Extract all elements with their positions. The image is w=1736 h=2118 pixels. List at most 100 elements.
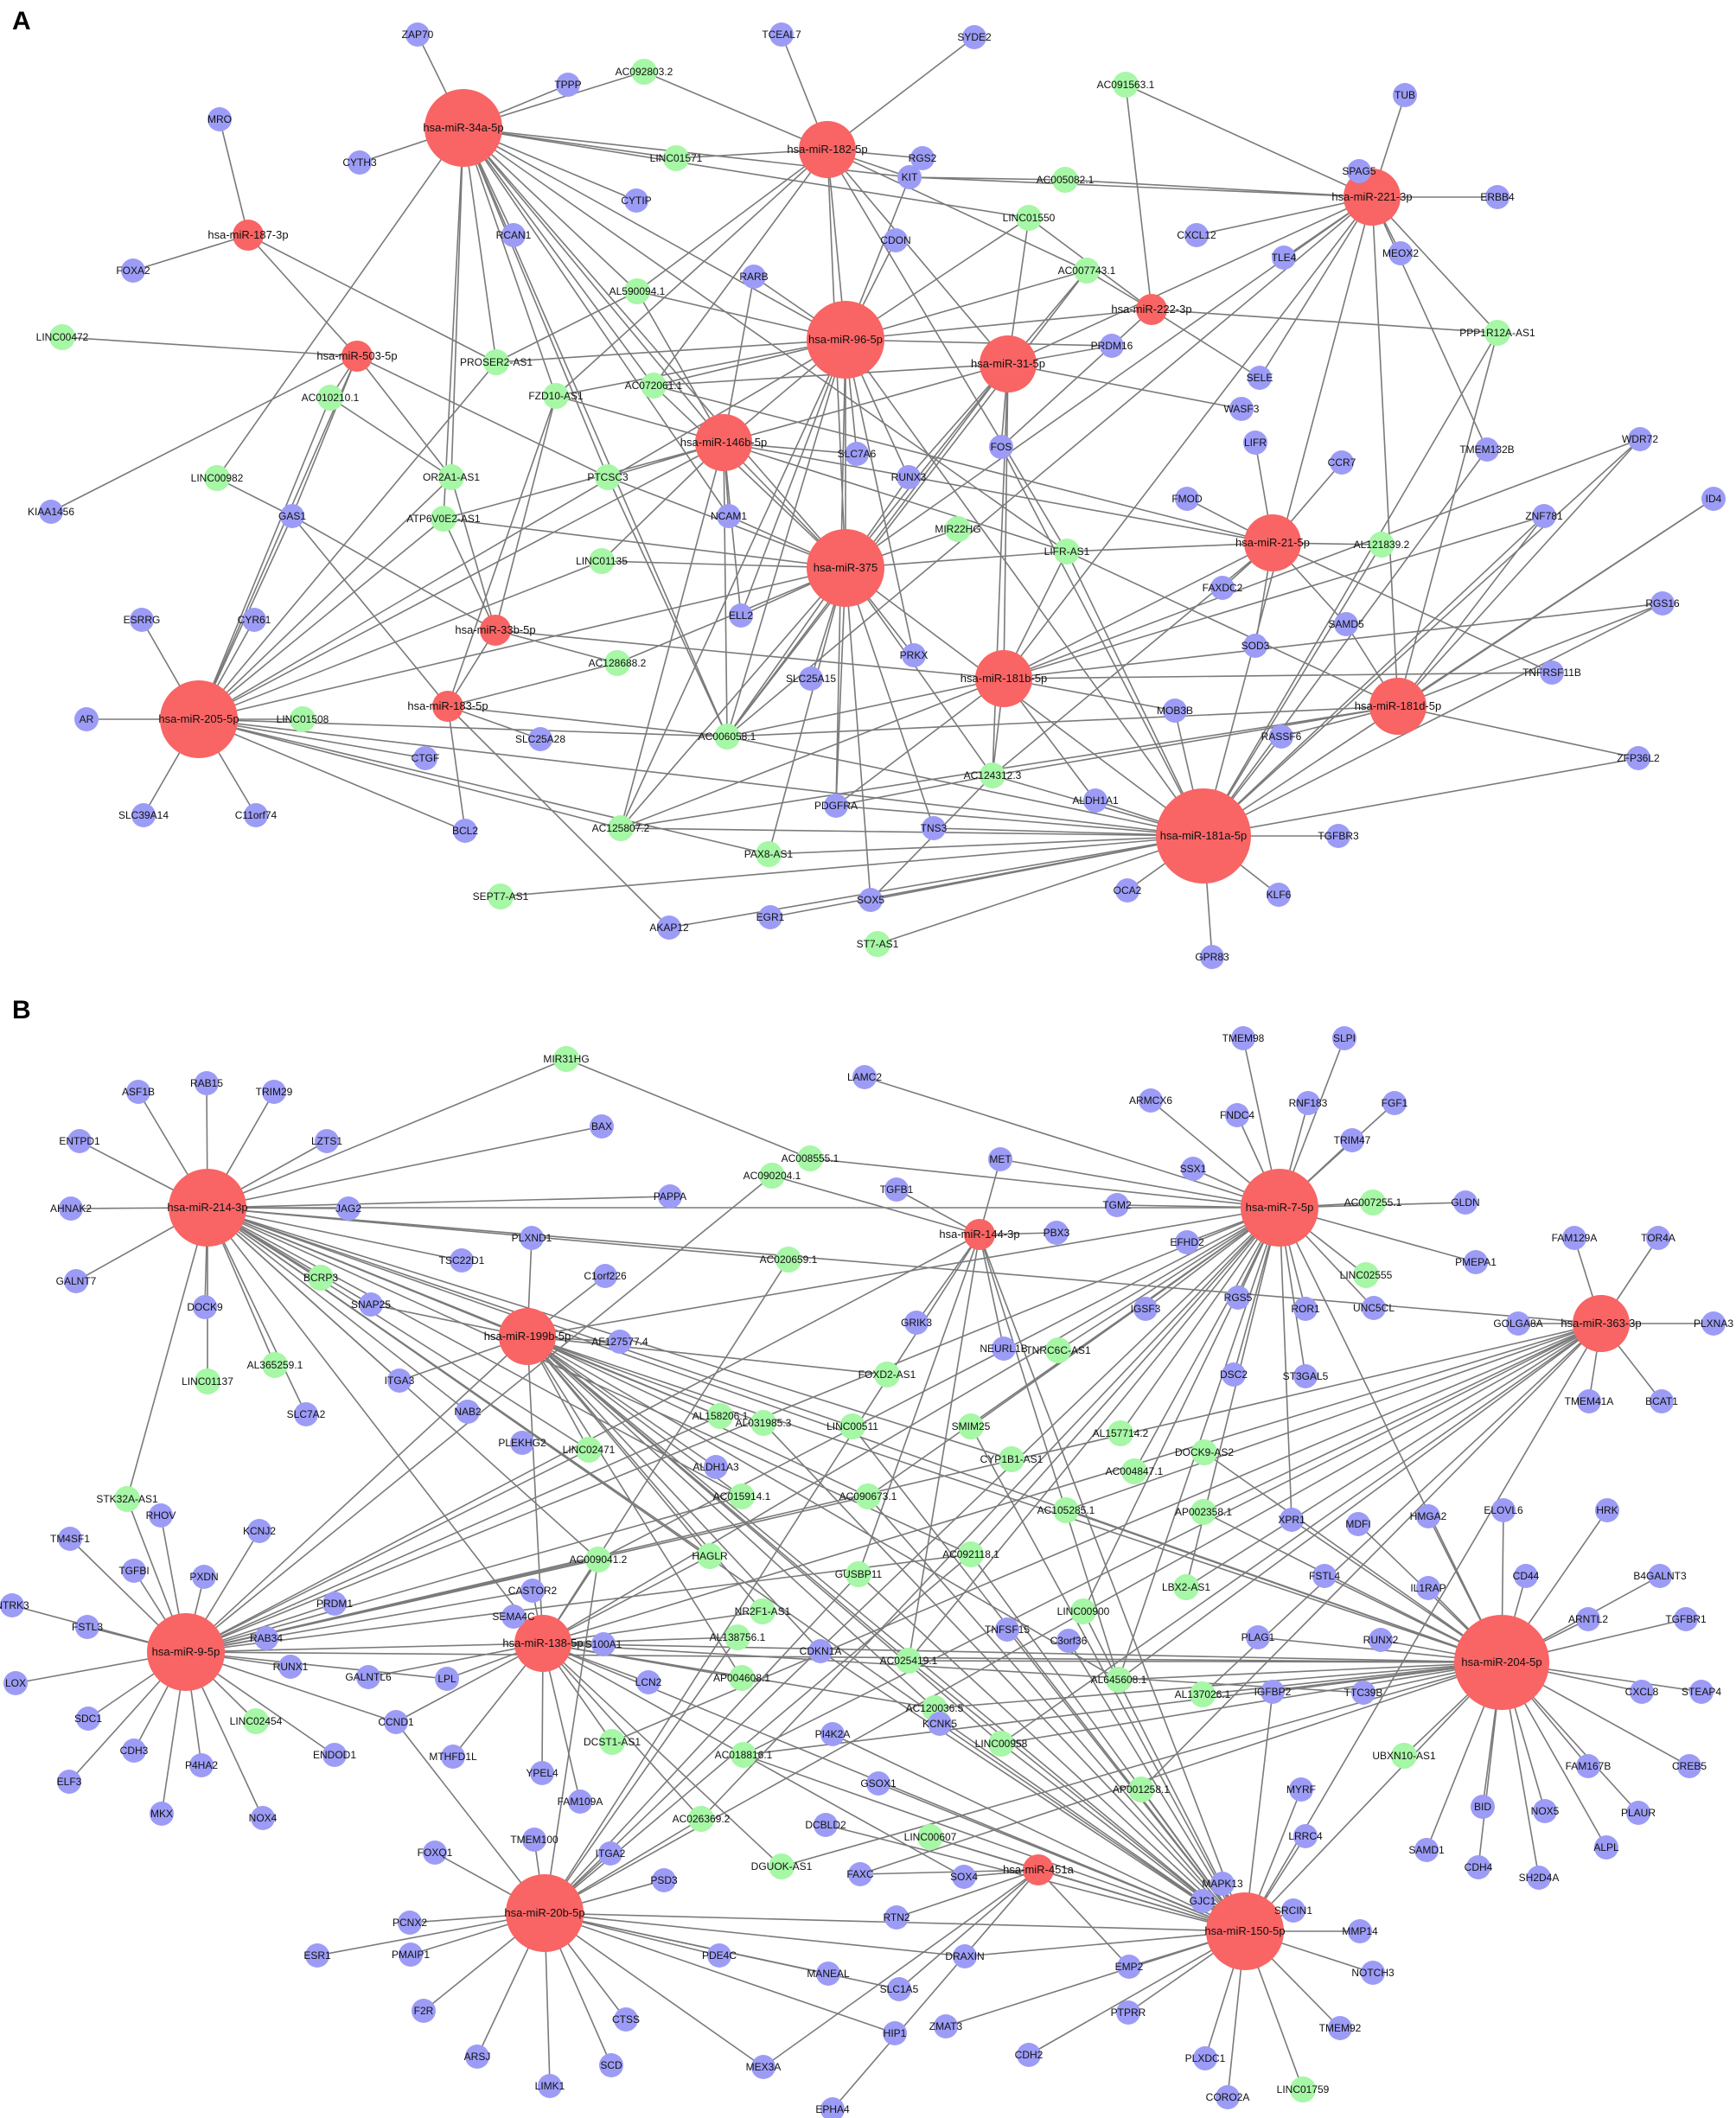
node-circle-mapk13[interactable] [1210, 1872, 1235, 1896]
node-circle-nox5[interactable] [1533, 1799, 1557, 1823]
node-nox4[interactable]: NOX4 [249, 1806, 278, 1830]
node-circle-slc25a15[interactable] [799, 667, 823, 691]
node-tns3[interactable]: TNS3 [921, 816, 948, 840]
node-circle-ell2[interactable] [729, 603, 753, 628]
node-circle-ttc39b[interactable] [1351, 1681, 1375, 1705]
node-circle-cdh2[interactable] [1017, 2043, 1041, 2067]
node-circle-srcin1[interactable] [1281, 1898, 1305, 1923]
node-hsa-mir-187-3p[interactable]: hsa-miR-187-3p [207, 220, 289, 251]
node-circle-ccr7[interactable] [1330, 450, 1354, 475]
node-cyp1b1-as1[interactable]: CYP1B1-AS1 [980, 1446, 1044, 1472]
node-circle-tub[interactable] [1393, 83, 1417, 107]
node-unc5cl[interactable]: UNC5CL [1353, 1296, 1395, 1320]
node-slc25a28[interactable]: SLC25A28 [515, 727, 565, 751]
node-circle-ccnd1[interactable] [384, 1710, 408, 1734]
node-circle-plag1[interactable] [1246, 1625, 1270, 1649]
node-or2a1-as1[interactable]: OR2A1-AS1 [423, 464, 480, 490]
node-circle-linc00900[interactable] [1070, 1598, 1096, 1624]
node-circle-p4ha2[interactable] [189, 1753, 214, 1777]
node-mir22hg[interactable]: MIR22HG [935, 516, 981, 542]
node-tnfsf15[interactable]: TNFSF15 [985, 1617, 1030, 1642]
node-ac026369-2[interactable]: AC026369.2 [673, 1806, 731, 1832]
node-linc02471[interactable]: LINC02471 [563, 1437, 616, 1463]
node-proser2-as1[interactable]: PROSER2-AS1 [460, 349, 533, 375]
node-ap002358-1[interactable]: AP002358.1 [1175, 1499, 1232, 1525]
node-hsa-mir-205-5p[interactable]: hsa-miR-205-5p [158, 680, 239, 758]
node-rgs2[interactable]: RGS2 [909, 146, 937, 170]
node-circle-or2a1-as1[interactable] [438, 464, 464, 490]
node-circle-lifr-as1[interactable] [1054, 539, 1080, 565]
node-circle-sele[interactable] [1248, 366, 1272, 390]
node-hsa-mir-181a-5p[interactable]: hsa-miR-181a-5p [1156, 788, 1251, 884]
node-rcan1[interactable]: RCAN1 [496, 223, 532, 247]
node-circle-notch3[interactable] [1361, 1961, 1385, 1985]
node-circle-rgs16[interactable] [1650, 591, 1675, 616]
node-circle-hsa-mir-222-3p[interactable] [1136, 294, 1167, 325]
node-circle-ctss[interactable] [614, 2007, 638, 2032]
node-circle-linc02454[interactable] [243, 1708, 269, 1734]
node-circle-ac018816-1[interactable] [731, 1742, 756, 1768]
node-jag2[interactable]: JAG2 [335, 1196, 361, 1221]
node-sox5[interactable]: SOX5 [857, 888, 884, 912]
node-circle-mmp14[interactable] [1348, 1919, 1372, 1943]
node-circle-al138756-1[interactable] [724, 1624, 750, 1650]
node-circle-tnrc6c-as1[interactable] [1045, 1337, 1071, 1363]
node-circle-hsa-mir-214-3p[interactable] [169, 1169, 246, 1247]
node-ptprr[interactable]: PTPRR [1111, 2000, 1146, 2025]
node-ac007255-1[interactable]: AC007255.1 [1344, 1190, 1402, 1215]
node-circle-al645608-1[interactable] [1106, 1667, 1132, 1693]
node-circle-tppp[interactable] [556, 73, 580, 97]
node-circle-entpd1[interactable] [67, 1129, 92, 1153]
node-ap004608-1[interactable]: AP004608.1 [713, 1665, 770, 1691]
node-syde2[interactable]: SYDE2 [957, 25, 992, 49]
node-tppp[interactable]: TPPP [554, 73, 582, 97]
node-circle-atp6v0e2-as1[interactable] [431, 506, 456, 532]
node-plxnd1[interactable]: PLXND1 [512, 1226, 552, 1250]
node-circle-bid[interactable] [1471, 1795, 1495, 1819]
node-circle-pbx3[interactable] [1044, 1221, 1069, 1245]
node-pappa[interactable]: PAPPA [654, 1184, 686, 1209]
node-dcbld2[interactable]: DCBLD2 [805, 1813, 846, 1837]
node-faxdc2[interactable]: FAXDC2 [1203, 576, 1243, 600]
node-circle-ac124312-3[interactable] [980, 762, 1005, 788]
node-circle-fzd10-as1[interactable] [543, 383, 569, 409]
node-circle-ac072061-1[interactable] [641, 373, 667, 399]
node-circle-itga2[interactable] [598, 1841, 622, 1866]
node-tub[interactable]: TUB [1393, 83, 1417, 107]
node-al137026-1[interactable]: AL137026.1 [1175, 1681, 1231, 1707]
node-circle-fam129a[interactable] [1562, 1226, 1586, 1250]
node-gjc1[interactable]: GJC1 [1190, 1889, 1216, 1913]
node-rarb[interactable]: RARB [739, 265, 769, 289]
node-tgfbr3[interactable]: TGFBR3 [1318, 824, 1359, 848]
node-circle-ac010210-1[interactable] [317, 385, 343, 411]
node-circle-limk1[interactable] [538, 2074, 562, 2098]
node-slc7a2[interactable]: SLC7A2 [287, 1402, 326, 1426]
node-slc1a5[interactable]: SLC1A5 [880, 1977, 919, 2001]
node-circle-sept7-as1[interactable] [488, 884, 514, 909]
node-circle-tmem41a[interactable] [1577, 1389, 1601, 1413]
node-hsa-mir-96-5p[interactable]: hsa-miR-96-5p [807, 301, 884, 379]
node-cxcl8[interactable]: CXCL8 [1625, 1680, 1659, 1704]
node-al645608-1[interactable]: AL645608.1 [1091, 1667, 1147, 1693]
node-hsa-mir-375[interactable]: hsa-miR-375 [807, 529, 884, 607]
node-circle-rab34[interactable] [254, 1626, 278, 1650]
node-circle-id4[interactable] [1701, 487, 1726, 511]
node-ac009041-2[interactable]: AC009041.2 [570, 1547, 628, 1573]
node-circle-nox4[interactable] [251, 1806, 275, 1830]
node-circle-ctgf[interactable] [413, 746, 437, 770]
node-hsa-mir-138-5p[interactable]: hsa-miR-138-5p [502, 1615, 584, 1672]
node-itga2[interactable]: ITGA2 [596, 1841, 626, 1866]
node-lcn2[interactable]: LCN2 [635, 1670, 662, 1694]
node-cytip[interactable]: CYTIP [621, 188, 652, 213]
node-ac072061-1[interactable]: AC072061.1 [625, 373, 683, 399]
node-linc01508[interactable]: LINC01508 [277, 706, 329, 732]
node-circle-hsa-mir-20b-5p[interactable] [506, 1874, 584, 1952]
node-circle-hsa-mir-33b-5p[interactable] [480, 615, 511, 646]
node-af127577-4[interactable]: AF127577.4 [591, 1330, 648, 1354]
node-circle-lifr[interactable] [1243, 431, 1267, 455]
node-meox2[interactable]: MEOX2 [1382, 241, 1419, 265]
node-circle-il1rap[interactable] [1416, 1576, 1440, 1600]
node-circle-linc00982[interactable] [204, 465, 230, 491]
node-linc00511[interactable]: LINC00511 [827, 1413, 878, 1439]
node-circle-galntl6[interactable] [356, 1665, 380, 1689]
